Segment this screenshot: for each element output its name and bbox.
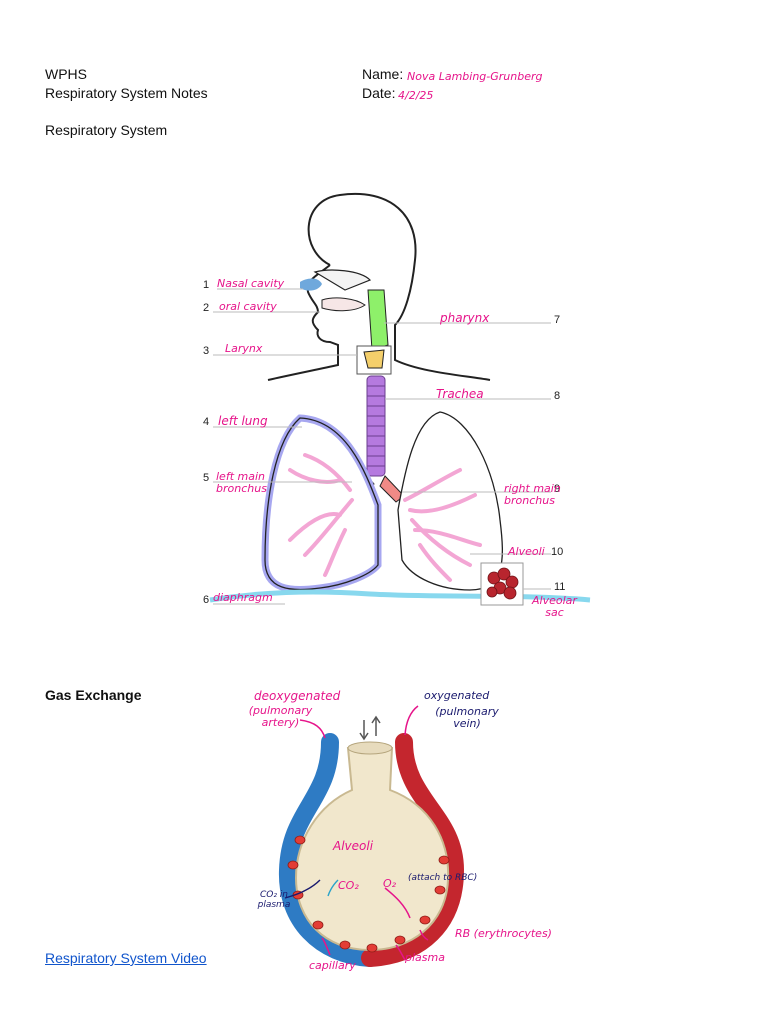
notes-title: Respiratory System Notes	[45, 85, 208, 101]
annotation-alveoli: Alveoli	[333, 839, 374, 853]
date-value: 4/2/25	[398, 89, 434, 102]
label-oral-cavity: oral cavity	[219, 300, 277, 313]
label-alveolar-sac: Alveolar sac	[532, 594, 577, 619]
label-number-4: 4	[203, 416, 210, 428]
annotation-co2-in-plasma: CO₂ in plasma	[257, 890, 291, 910]
annotation-attach-to-rbc: (attach to RBC)	[408, 873, 478, 883]
section-heading-gas-exchange: Gas Exchange	[45, 687, 142, 703]
section-heading-respiratory: Respiratory System	[45, 122, 168, 138]
label-pharynx: pharynx	[440, 311, 490, 325]
annotation-rbc-erythrocytes: RB (erythrocytes)	[455, 927, 552, 940]
label-number-11: 11	[554, 581, 566, 593]
annotation-deoxygenated: deoxygenated	[254, 689, 341, 703]
label-number-3: 3	[203, 345, 210, 357]
label-number-10: 10	[551, 546, 564, 558]
label-larynx: Larynx	[225, 342, 263, 355]
name-label: Name:	[362, 66, 404, 82]
label-left-main-bronchus: left main bronchus	[216, 470, 267, 495]
label-number-5: 5	[203, 472, 210, 484]
annotation-co2: CO₂	[338, 879, 359, 892]
label-number-9: 9	[554, 483, 561, 495]
label-number-2: 2	[203, 302, 210, 314]
annotation-oxygenated: oxygenated	[424, 689, 490, 702]
label-right-main-bronchus: right main bronchus	[504, 482, 561, 507]
label-number-1: 1	[203, 279, 210, 291]
annotation-plasma: plasma	[405, 951, 445, 964]
label-diaphragm: diaphragm	[213, 591, 273, 604]
annotation-pulmonary-vein: (pulmonary vein)	[435, 705, 499, 730]
annotation-o2: O₂	[383, 877, 397, 890]
label-number-6: 6	[203, 594, 210, 606]
date-label: Date:	[362, 85, 396, 101]
name-value: Nova Lambing-Grunberg	[407, 70, 543, 83]
school-name: WPHS	[45, 66, 87, 82]
label-trachea: Trachea	[436, 387, 484, 401]
annotation-pulmonary-artery: (pulmonary artery)	[248, 704, 313, 729]
annotation-capillary: capillary	[309, 959, 356, 972]
label-number-8: 8	[554, 390, 561, 402]
label-alveoli: Alveoli	[508, 545, 545, 558]
label-number-7: 7	[554, 314, 561, 326]
label-left-lung: left lung	[218, 414, 268, 428]
respiratory-system-video-link[interactable]: Respiratory System Video	[45, 950, 207, 966]
label-nasal-cavity: Nasal cavity	[217, 277, 285, 290]
